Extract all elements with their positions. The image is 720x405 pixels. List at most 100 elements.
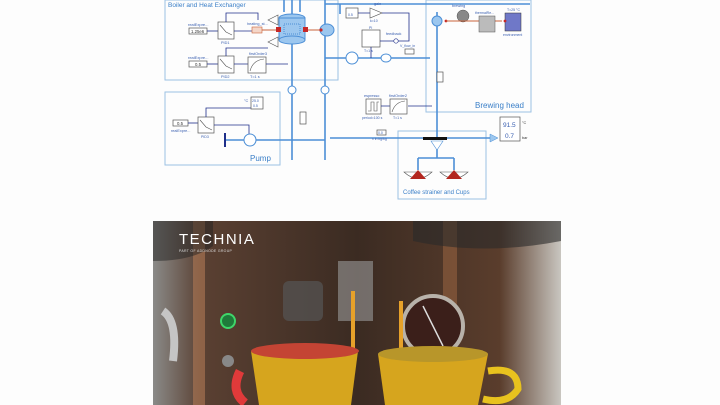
mass-frac-value: 0.0 (378, 131, 383, 135)
espresso-block[interactable] (365, 98, 382, 115)
readout-pressure: 0.7 (505, 133, 514, 140)
strainer-bar[interactable] (423, 137, 447, 140)
pid1-block[interactable] (217, 21, 235, 40)
pipe-top-right (325, 3, 530, 14)
v-flow-sensor[interactable] (299, 111, 307, 125)
heating-block[interactable] (251, 26, 263, 34)
pump-real-expr-value: 0.5 (177, 121, 184, 126)
pid3-block[interactable] (197, 116, 215, 134)
pump-sensor-line2: 0.5 (253, 104, 258, 108)
readout-box[interactable] (499, 116, 521, 142)
flow-meter[interactable] (380, 53, 392, 63)
mass-frac-box[interactable] (376, 129, 387, 136)
signal-pump-2 (205, 107, 251, 134)
cup-right[interactable] (439, 170, 469, 179)
pid1-label: PID1 (221, 41, 229, 45)
pi-block[interactable] (361, 29, 381, 48)
environment-param: T=25 °C (507, 8, 520, 12)
group-pump-title: Pump (250, 154, 271, 163)
gain-block[interactable] (369, 7, 383, 19)
power-light (220, 313, 236, 329)
v-flow-label: V_flow_in (400, 44, 415, 48)
environment-block[interactable] (504, 12, 522, 32)
readout-temp: 91.5 (503, 122, 516, 129)
real-expr-1-value: 1.25e6 (191, 29, 205, 34)
readout-arrow (489, 133, 499, 143)
feedback-label: feedback (386, 32, 402, 36)
first-order-2-block[interactable] (389, 98, 408, 115)
group-pump-box[interactable] (164, 91, 281, 166)
brew-sensor[interactable] (436, 71, 444, 83)
espresso-glyph (368, 101, 379, 112)
heating-label: heating_st... (247, 22, 268, 26)
pump-feedback[interactable] (345, 51, 359, 65)
heat-port-left[interactable] (276, 27, 281, 32)
technia-tagline: PART OF ADDNODE GROUP (179, 249, 233, 253)
feedback-node[interactable] (393, 38, 399, 44)
pump-sensor-box[interactable] (250, 96, 264, 110)
flow-sensor-1[interactable] (287, 85, 297, 95)
thermal-resistor[interactable] (478, 15, 496, 33)
group-brewing-box[interactable] (425, 0, 532, 113)
first-order-3-param: T=1 s (250, 75, 260, 79)
real-expr-1-label: realExpre... (188, 22, 208, 27)
pid2-block[interactable] (217, 55, 235, 74)
signal-feedback (370, 40, 394, 58)
readout-pressure-unit: bar (522, 136, 528, 140)
pid3-glyph (199, 119, 213, 131)
first-order-2-glyph (391, 100, 406, 113)
signal-pid1-out (225, 12, 259, 32)
pi-label: PI (369, 26, 372, 30)
pump-real-expr-label: realExpre... (171, 129, 190, 133)
cup-left[interactable] (403, 170, 433, 179)
thermal-label: thermalRe... (475, 11, 494, 15)
first-order-3-glyph (249, 58, 265, 72)
temp-sensor-icon-2 (267, 36, 279, 48)
signal-gain (358, 12, 410, 42)
water-source[interactable] (224, 133, 226, 147)
heat-port-exchanger[interactable] (319, 28, 323, 32)
signal-pid2-out (225, 47, 268, 65)
espresso-label: espresso (364, 94, 379, 98)
group-boiler-box[interactable] (164, 0, 339, 81)
modelica-diagram: Boiler and Heat Exchanger Brewing head P… (164, 0, 532, 200)
photo-illustration (153, 221, 561, 405)
group-boiler-title: Boiler and Heat Exchanger (168, 2, 247, 9)
flow-sensor-2[interactable] (320, 85, 330, 95)
mass-frac-unit: x in kg/kg (372, 137, 387, 141)
first-order-2-label: firstOrder2 (389, 94, 407, 98)
first-order-2-param: T=1 s (393, 116, 402, 120)
cup-yellow-left (251, 347, 358, 405)
technia-logo: TECHNIA (179, 231, 256, 248)
gain-label: gain (374, 2, 381, 6)
pid1-glyph (219, 24, 233, 36)
pump-sensor-line1: 25.0 (252, 99, 259, 103)
brewing-label: brewing (452, 4, 465, 8)
group-brewing-title: Brewing head (475, 101, 524, 110)
boiler-tank[interactable] (278, 13, 306, 45)
pump-icon[interactable] (243, 133, 257, 147)
pid2-label: PID2 (221, 75, 229, 79)
sensor-display-top-value: 0.5 (348, 13, 353, 17)
environment-label: environment (503, 33, 522, 37)
group-strainer-box[interactable] (397, 130, 487, 200)
espresso-machine-photo: TECHNIA PART OF ADDNODE GROUP (153, 221, 561, 405)
real-expr-2-value: 0.5 (195, 62, 202, 67)
first-order-3-block[interactable] (247, 56, 267, 74)
heat-port-env[interactable] (503, 19, 507, 23)
espresso-param: period=100 s (362, 116, 383, 120)
pi-param: T=1 s (364, 49, 373, 53)
real-expr-2-label: realExpre... (188, 55, 208, 60)
pid3-label: PID3 (201, 135, 209, 139)
brewing-mass[interactable] (456, 9, 470, 23)
cup-yellow-right (378, 350, 488, 405)
gain-param: k=10 (370, 19, 378, 23)
strainer-funnel (430, 140, 444, 151)
first-order-3-label: firstOrder3 (249, 52, 267, 56)
heat-port-right[interactable] (303, 27, 308, 32)
pid2-glyph (219, 58, 233, 70)
temp-sensor-icon-1 (267, 14, 279, 26)
pump-sensor-unit: °C (244, 99, 249, 103)
v-flow-block[interactable] (404, 48, 415, 55)
brewing-valve[interactable] (431, 15, 443, 27)
